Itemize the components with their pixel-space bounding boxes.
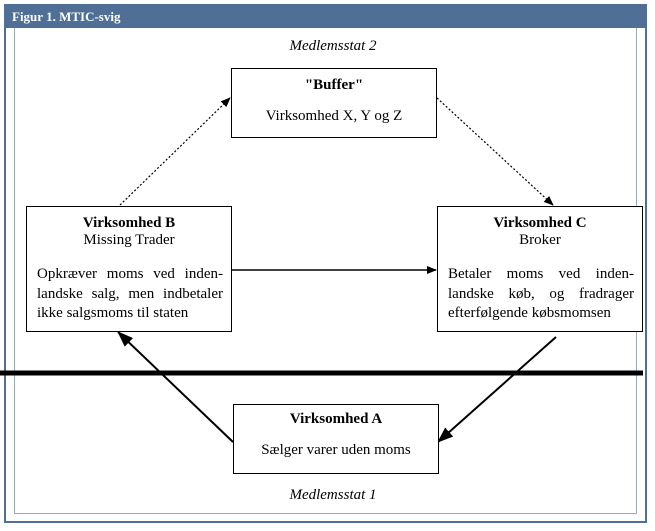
box-a-body: Sælger varer uden moms [261,442,411,458]
figure-frame: Figur 1. MTIC-svig [4,4,647,523]
region-bottom-label: Medlemsstat 1 [289,487,377,503]
box-b-subtitle: Missing Trader [83,232,175,248]
box-buffer-body: Virksomhed X, Y og Z [265,108,403,124]
box-virksomhed-b: Virksomhed B Missing Trader Opkræver mom… [26,206,232,332]
box-buffer-title: "Buffer" [304,77,364,93]
box-buffer: "Buffer" Virksomhed X, Y og Z [231,68,437,138]
box-b-title: Virksomhed B [82,215,176,231]
arrow-a-to-b [117,331,234,443]
region-top-label: Medlemsstat 2 [289,38,377,54]
box-c-subtitle: Broker [519,232,561,248]
box-virksomhed-c: Virksomhed C Broker Betaler moms ved ind… [437,206,643,332]
figure-title: Figur 1. MTIC-svig [6,6,645,28]
box-c-title: Virksomhed C [493,215,587,231]
box-c-description: Betaler moms ved inden-landske køb, og f… [448,266,634,321]
arrow-c-to-a [437,336,557,443]
arrow-buffer-to-c [436,97,554,206]
arrow-b-to-buffer [119,97,231,206]
box-a-title: Virksomhed A [289,411,383,427]
box-virksomhed-a: Virksomhed A Sælger varer uden moms [233,404,439,474]
box-b-description: Opkræver moms ved inden-landske salg, me… [37,266,223,321]
